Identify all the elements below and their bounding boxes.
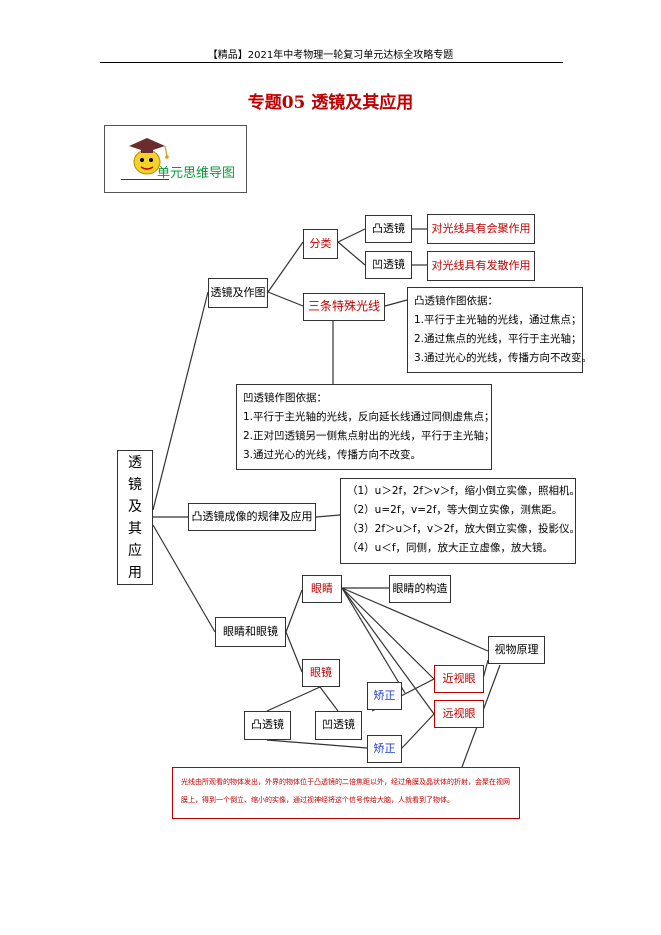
node-three-rays: 三条特殊光线 xyxy=(303,293,385,321)
node-eye: 眼睛 xyxy=(302,575,342,603)
banner-label: 单元思维导图 xyxy=(157,166,236,181)
node-hyperopia: 远视眼 xyxy=(434,700,484,728)
node-vision-principle: 视物原理 xyxy=(488,636,545,664)
root-char: 及 xyxy=(128,498,142,515)
node-glasses: 眼镜 xyxy=(302,659,340,687)
root-char: 其 xyxy=(128,520,142,537)
mascot-doctoral-hat-icon xyxy=(129,138,169,175)
header-divider xyxy=(100,62,563,63)
convex-rule-item: 1.平行于主光轴的光线，通过焦点； xyxy=(414,314,582,326)
node-converge: 对光线具有会聚作用 xyxy=(427,214,535,244)
imaging-rule-item: （1）u＞2f，2f＞v＞f，缩小倒立实像，照相机。 xyxy=(347,485,580,497)
node-eye-structure: 眼睛的构造 xyxy=(389,575,451,603)
root-char: 透 xyxy=(128,454,142,471)
node-correct-2: 矫正 xyxy=(367,735,402,763)
concave-rule-item: 3.通过光心的光线，传播方向不改变。 xyxy=(243,449,422,461)
concave-rules-heading: 凹透镜作图依据： xyxy=(243,392,327,404)
page-title: 专题05 透镜及其应用 xyxy=(247,93,414,113)
mindmap-banner: 单元思维导图 xyxy=(104,125,247,193)
banner-underline xyxy=(121,179,169,180)
vision-principle-note: 光线由所观看的物体发出，外界的物体位于凸透镜的二倍焦距以外，经过角膜及晶状体的折… xyxy=(172,767,520,819)
concave-rules-box: 凹透镜作图依据： 1.平行于主光轴的光线，反向延长线通过同侧虚焦点； 2.正对凹… xyxy=(236,384,495,470)
node-correct-1: 矫正 xyxy=(367,682,402,710)
root-char: 用 xyxy=(128,564,142,581)
imaging-rule-item: （3）2f＞u＞f，v＞2f，放大倒立实像，投影仪。 xyxy=(347,523,580,535)
node-convex-lens: 凸透镜 xyxy=(365,215,412,243)
convex-rule-item: 3.通过光心的光线，传播方向不改变。 xyxy=(414,352,593,364)
node-eyes-glasses: 眼睛和眼镜 xyxy=(215,617,286,647)
node-lens-drawing: 透镜及作图 xyxy=(208,278,268,308)
page-header: 【精品】2021年中考物理一轮复习单元达标全攻略专题 xyxy=(207,50,454,61)
node-concave-lens-2: 凹透镜 xyxy=(315,711,362,740)
node-imaging: 凸透镜成像的规律及应用 xyxy=(188,503,316,531)
root-char: 应 xyxy=(128,542,142,559)
imaging-rules-box: （1）u＞2f，2f＞v＞f，缩小倒立实像，照相机。 （2）u=2f，v=2f，… xyxy=(340,478,580,564)
node-concave-lens: 凹透镜 xyxy=(365,251,412,279)
node-diverge: 对光线具有发散作用 xyxy=(427,251,535,281)
concave-rule-item: 2.正对凹透镜另一侧焦点射出的光线，平行于主光轴； xyxy=(243,430,495,442)
node-myopia: 近视眼 xyxy=(434,665,484,693)
root-topic: 透 镜 及 其 应 用 xyxy=(117,450,153,585)
root-char: 镜 xyxy=(128,476,142,493)
imaging-rule-item: （4）u＜f，同侧，放大正立虚像，放大镜。 xyxy=(347,542,554,554)
node-convex-lens-2: 凸透镜 xyxy=(244,711,291,740)
node-classification: 分类 xyxy=(303,229,338,259)
concave-rule-item: 1.平行于主光轴的光线，反向延长线通过同侧虚焦点； xyxy=(243,411,495,423)
imaging-rule-item: （2）u=2f，v=2f，等大倒立实像，测焦距。 xyxy=(347,504,563,516)
convex-rules-box: 凸透镜作图依据： 1.平行于主光轴的光线，通过焦点； 2.通过焦点的光线，平行于… xyxy=(407,287,593,373)
convex-rules-heading: 凸透镜作图依据： xyxy=(414,295,498,307)
convex-rule-item: 2.通过焦点的光线，平行于主光轴； xyxy=(414,333,582,345)
